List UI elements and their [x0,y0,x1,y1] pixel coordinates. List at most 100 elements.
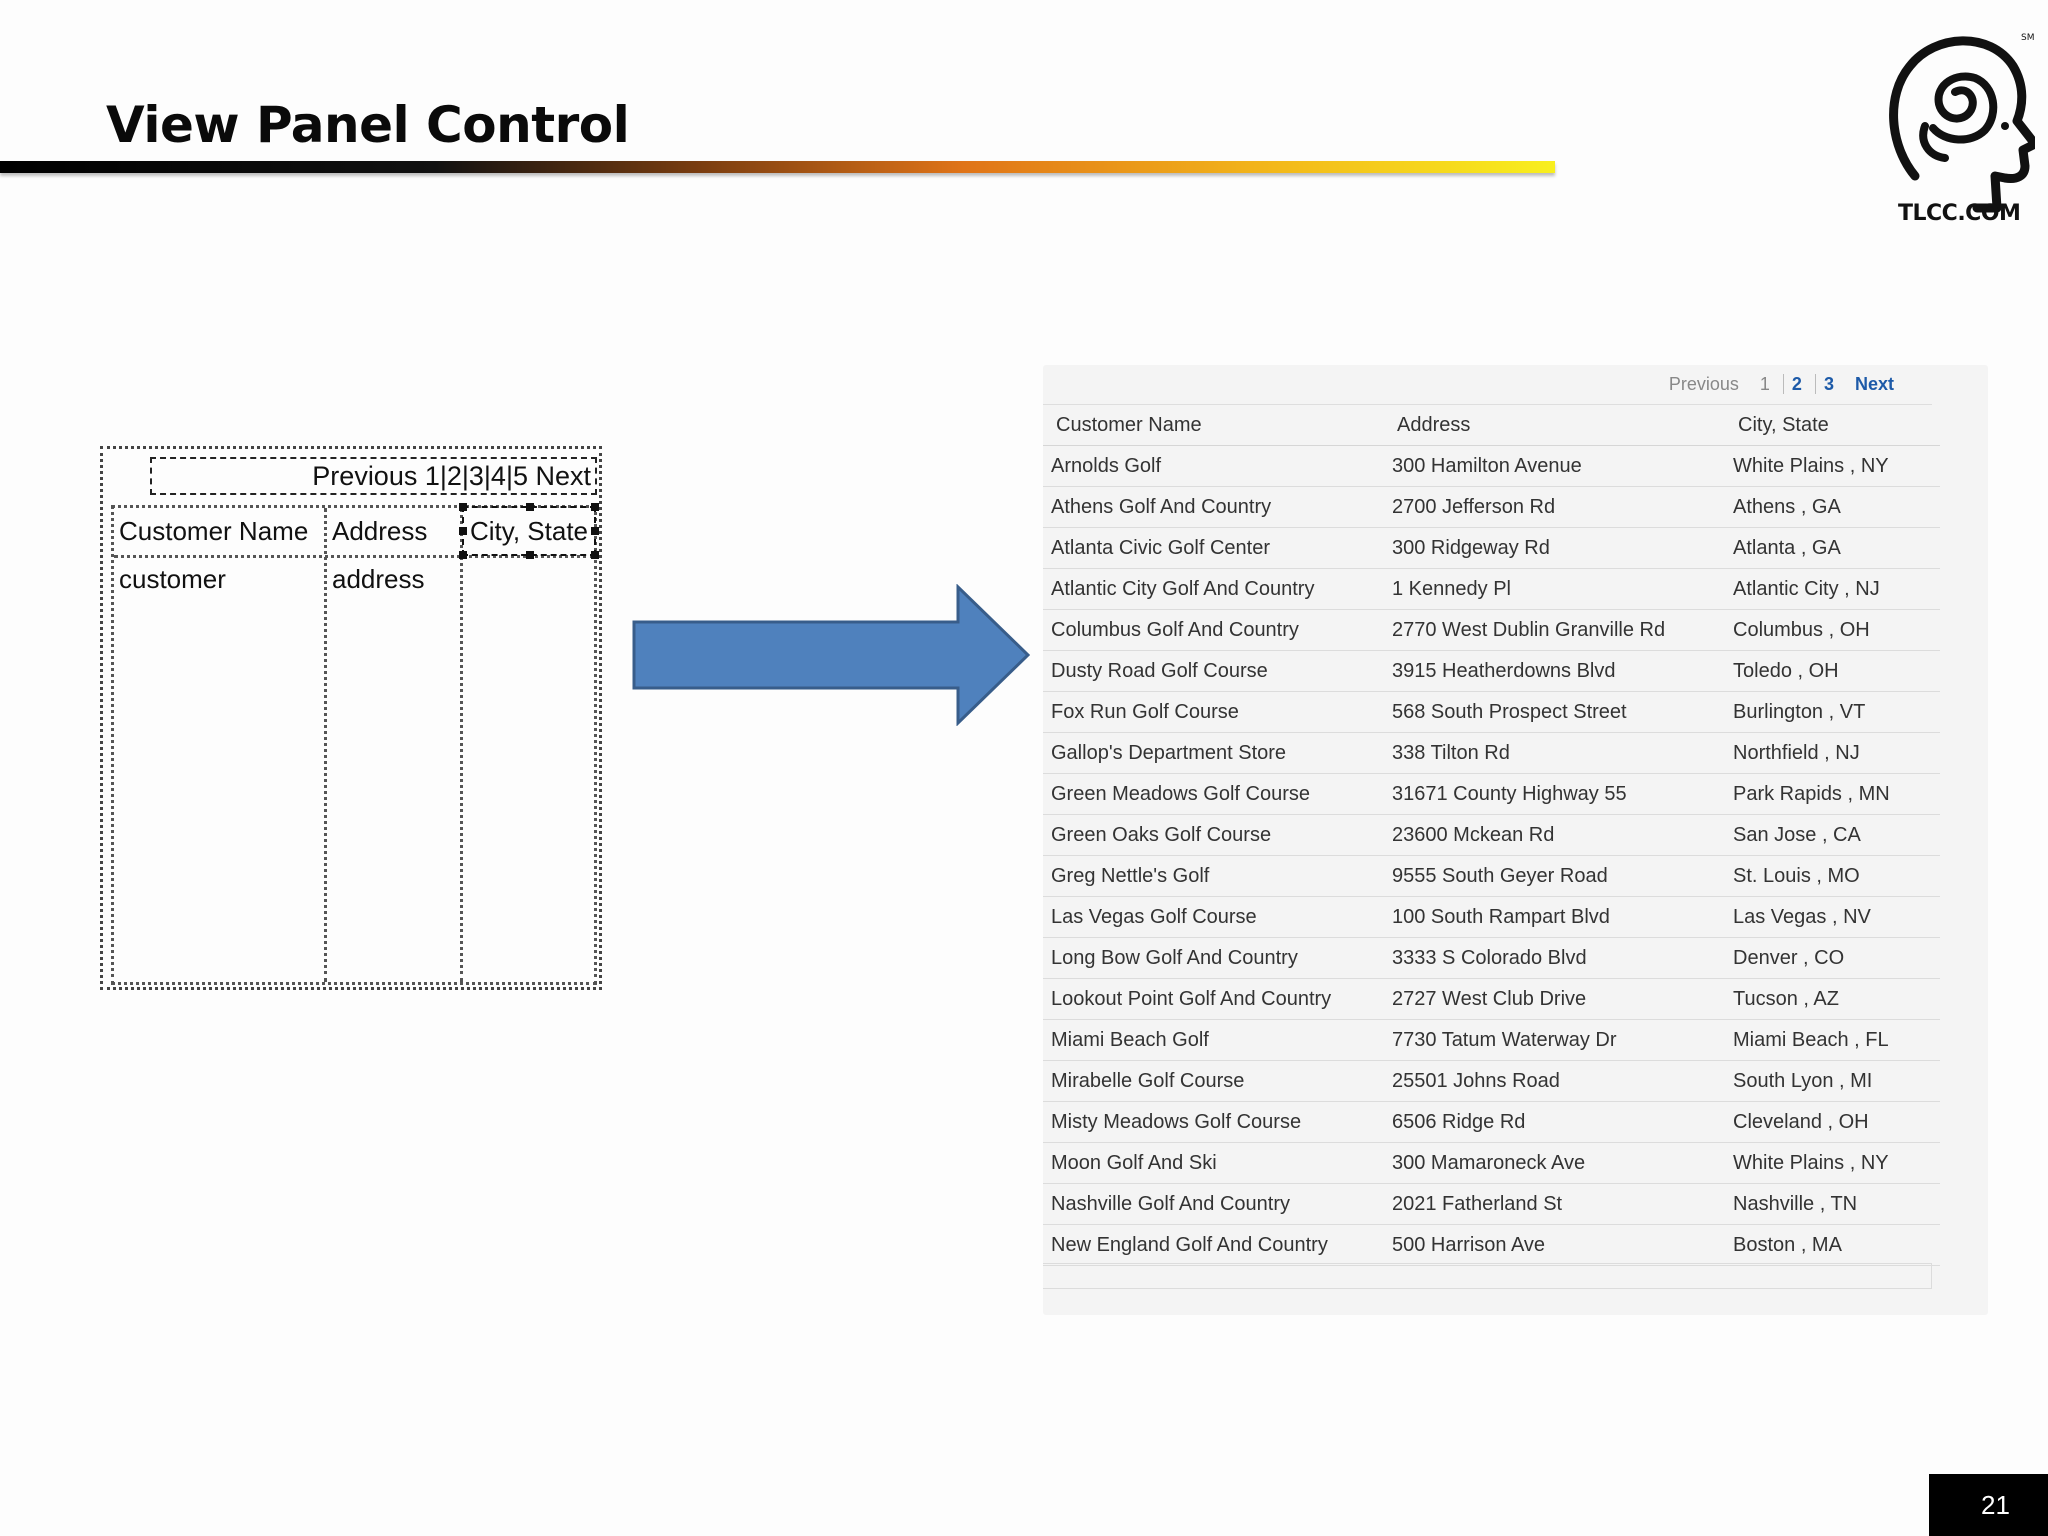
designer-header-city-state[interactable]: City, State [470,516,589,546]
designer-pager[interactable]: Previous 1|2|3|4|5 Next [150,457,597,495]
pager-page-link[interactable]: 2 [1782,374,1810,394]
city-state-cell: Toledo , OH [1725,650,1940,692]
address-cell: 300 Hamilton Avenue [1384,445,1725,487]
customer-cell[interactable]: Nashville Golf And Country [1043,1183,1384,1225]
address-cell: 6506 Ridge Rd [1384,1101,1725,1143]
customer-cell[interactable]: Lookout Point Golf And Country [1043,978,1384,1020]
customer-cell[interactable]: Arnolds Golf [1043,445,1384,487]
city-state-cell: Atlanta , GA [1725,527,1940,569]
customer-cell[interactable]: Green Meadows Golf Course [1043,773,1384,815]
pager: Previous 1 2 3 Next [1661,374,1902,395]
designer-header-address[interactable]: Address [332,516,428,546]
city-state-cell: White Plains , NY [1725,1142,1940,1184]
column-header-city-state[interactable]: City, State [1725,405,1940,446]
address-cell: 23600 Mckean Rd [1384,814,1725,856]
address-cell: 300 Ridgeway Rd [1384,527,1725,569]
resize-handle[interactable] [459,527,467,535]
pager-next[interactable]: Next [1854,374,1894,394]
column-header-address[interactable]: Address [1384,405,1725,446]
city-state-cell: Athens , GA [1725,486,1940,528]
address-cell: 568 South Prospect Street [1384,691,1725,733]
right-arrow-icon [632,584,1030,726]
pager-page-link[interactable]: 3 [1814,374,1842,394]
designer-grid: Customer Name Address City, State custom… [111,503,599,985]
title-gradient-rule [0,161,1555,173]
city-state-cell: Miami Beach , FL [1725,1019,1940,1061]
customer-cell[interactable]: Columbus Golf And Country [1043,609,1384,651]
customer-cell[interactable]: Dusty Road Golf Course [1043,650,1384,692]
designer-header-customer[interactable]: Customer Name [119,516,309,546]
city-state-cell: Denver , CO [1725,937,1940,979]
address-cell: 300 Mamaroneck Ave [1384,1142,1725,1184]
city-state-cell: Atlantic City , NJ [1725,568,1940,610]
city-state-cell: Las Vegas , NV [1725,896,1940,938]
pager-page-current: 1 [1759,374,1770,394]
address-cell: 500 Harrison Ave [1384,1224,1725,1266]
customer-cell[interactable]: Athens Golf And Country [1043,486,1384,528]
customer-cell[interactable]: Misty Meadows Golf Course [1043,1101,1384,1143]
customer-cell[interactable]: Atlantic City Golf And Country [1043,568,1384,610]
customer-cell[interactable]: Fox Run Golf Course [1043,691,1384,733]
city-state-cell: South Lyon , MI [1725,1060,1940,1102]
pager-previous[interactable]: Previous [1668,374,1739,394]
designer-header-divider [114,555,594,558]
designer-binding-address[interactable]: address [332,564,425,594]
resize-handle[interactable] [526,551,534,559]
designer-column-divider [460,508,463,982]
city-state-cell: Burlington , VT [1725,691,1940,733]
city-state-cell: White Plains , NY [1725,445,1940,487]
customer-cell[interactable]: Atlanta Civic Golf Center [1043,527,1384,569]
customer-cell[interactable]: Las Vegas Golf Course [1043,896,1384,938]
customer-cell[interactable]: Long Bow Golf And Country [1043,937,1384,979]
city-state-cell: Park Rapids , MN [1725,773,1940,815]
city-state-cell: Northfield , NJ [1725,732,1940,774]
customer-cell[interactable]: Greg Nettle's Golf [1043,855,1384,897]
resize-handle[interactable] [459,503,467,511]
city-state-cell: San Jose , CA [1725,814,1940,856]
customer-cell[interactable]: Gallop's Department Store [1043,732,1384,774]
customer-cell[interactable]: Miami Beach Golf [1043,1019,1384,1061]
column-header-customer[interactable]: Customer Name [1043,405,1384,446]
city-state-cell: Tucson , AZ [1725,978,1940,1020]
customer-cell[interactable]: Mirabelle Golf Course [1043,1060,1384,1102]
designer-view-panel[interactable]: Previous 1|2|3|4|5 Next Customer Name Ad… [100,446,602,990]
selected-column-header[interactable] [459,503,599,559]
customer-cell[interactable]: Moon Golf And Ski [1043,1142,1384,1184]
tlcc-head-logo-icon: SM [1889,33,2035,213]
resize-handle[interactable] [591,527,599,535]
view-footer [1043,1263,1932,1289]
designer-binding-customer[interactable]: customer [119,564,226,594]
city-state-cell: Boston , MA [1725,1224,1940,1266]
city-state-cell: Columbus , OH [1725,609,1940,651]
resize-handle[interactable] [459,551,467,559]
resize-handle[interactable] [591,551,599,559]
customer-cell[interactable]: New England Golf And Country [1043,1224,1384,1266]
address-cell: 9555 South Geyer Road [1384,855,1725,897]
page-number: 21 [1929,1474,2048,1536]
customer-cell[interactable]: Green Oaks Golf Course [1043,814,1384,856]
resize-handle[interactable] [591,503,599,511]
service-mark: SM [2021,33,2034,43]
designer-column-divider [324,508,327,982]
resize-handle[interactable] [526,503,534,511]
